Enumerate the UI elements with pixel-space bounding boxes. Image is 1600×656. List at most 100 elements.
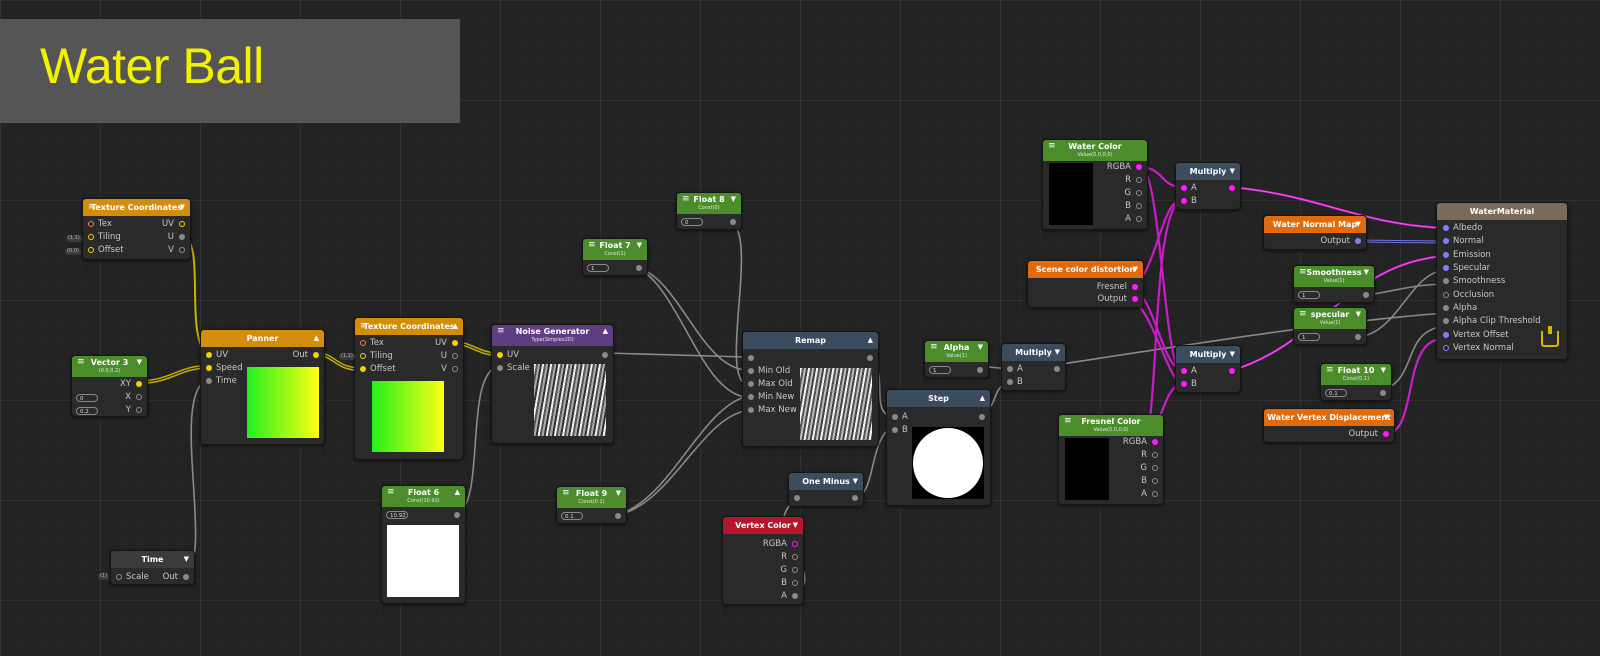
output-port-b[interactable]: [792, 580, 798, 586]
input-port-emission[interactable]: [1443, 252, 1449, 258]
value-field-y[interactable]: 0.2: [76, 407, 98, 415]
input-port-smoothness[interactable]: [1443, 278, 1449, 284]
output-port-g[interactable]: [1136, 190, 1142, 196]
output-port-output[interactable]: [1132, 296, 1138, 302]
input-port-offset[interactable]: [88, 247, 94, 253]
collapse-down-icon[interactable]: ▼: [1363, 268, 1369, 276]
node-remap[interactable]: Remap▲ Min Old Max Old Min New Max New: [742, 331, 879, 447]
hamburger-icon[interactable]: ≡: [88, 202, 96, 212]
output-port[interactable]: [602, 352, 608, 358]
collapse-up-icon[interactable]: ▲: [979, 394, 985, 402]
input-port-a[interactable]: [1181, 185, 1187, 191]
collapse-down-icon[interactable]: ▼: [1383, 413, 1389, 421]
hamburger-icon[interactable]: ≡: [77, 357, 85, 367]
collapse-down-icon[interactable]: ▼: [730, 195, 736, 203]
output-port-b[interactable]: [1152, 478, 1158, 484]
inline-tiling-value[interactable]: (1,1): [66, 235, 82, 242]
node-vector3[interactable]: ≡Vector 3(0.0,0.2)▼ XY 0 X 0.2 Y: [71, 355, 148, 417]
node-multiply-1[interactable]: Multiply▼ A B: [1001, 343, 1066, 391]
save-icon[interactable]: [1541, 326, 1559, 347]
output-port[interactable]: [1229, 368, 1235, 374]
input-port-a[interactable]: [1181, 368, 1187, 374]
hamburger-icon[interactable]: ≡: [682, 194, 690, 204]
input-port-min-new[interactable]: [748, 394, 754, 400]
collapse-down-icon[interactable]: ▼: [1132, 265, 1138, 273]
output-port-out[interactable]: [183, 574, 189, 580]
output-port-uv[interactable]: [179, 221, 185, 227]
hamburger-icon[interactable]: ≡: [588, 240, 596, 250]
collapse-up-icon[interactable]: ▲: [602, 327, 608, 335]
input-port-scale[interactable]: [497, 365, 503, 371]
node-vertex-color[interactable]: Vertex Color▼ RGBA R G B A: [722, 516, 804, 605]
input-port-max-old[interactable]: [748, 381, 754, 387]
collapse-down-icon[interactable]: ▼: [179, 203, 185, 211]
value-field[interactable]: 1: [1298, 333, 1320, 341]
value-field-x[interactable]: 0: [76, 394, 98, 402]
value-field[interactable]: 0: [681, 218, 703, 226]
hamburger-icon[interactable]: ≡: [497, 326, 505, 336]
input-port-b[interactable]: [892, 427, 898, 433]
node-water-material[interactable]: WaterMaterial Albedo Normal Emission Spe…: [1436, 202, 1568, 360]
value-field[interactable]: 0.1: [1325, 389, 1347, 397]
output-port[interactable]: [1229, 185, 1235, 191]
input-port-b[interactable]: [1181, 381, 1187, 387]
node-scene-color-distortion[interactable]: Scene color distortion▼ Fresnel Output: [1027, 260, 1144, 308]
input-port-min-old[interactable]: [748, 368, 754, 374]
collapse-down-icon[interactable]: ▼: [1229, 167, 1235, 175]
output-port-v[interactable]: [452, 366, 458, 372]
inline-tiling-value[interactable]: (1,1): [339, 353, 355, 360]
output-port-r[interactable]: [1152, 452, 1158, 458]
input-port-b[interactable]: [1181, 198, 1187, 204]
input-port-normal[interactable]: [1443, 238, 1449, 244]
hamburger-icon[interactable]: ≡: [1064, 416, 1072, 426]
input-port-speed[interactable]: [206, 365, 212, 371]
output-port[interactable]: [852, 495, 858, 501]
value-field[interactable]: 0.1: [561, 512, 583, 520]
node-texture-coordinates-2[interactable]: ≡Texture Coordinates▲ Tex Tiling Offset …: [354, 317, 464, 460]
collapse-down-icon[interactable]: ▼: [1380, 366, 1386, 374]
collapse-down-icon[interactable]: ▼: [1229, 350, 1235, 358]
collapse-up-icon[interactable]: ▲: [452, 322, 458, 330]
input-port-a[interactable]: [892, 414, 898, 420]
collapse-up-icon[interactable]: ▲: [867, 336, 873, 344]
input-port-vertex-offset[interactable]: [1443, 332, 1449, 338]
node-multiply-2[interactable]: Multiply▼ A B: [1175, 162, 1241, 210]
input-port-specular[interactable]: [1443, 265, 1449, 271]
output-port-r[interactable]: [792, 554, 798, 560]
value-field[interactable]: 10.92: [386, 511, 408, 519]
collapse-up-icon[interactable]: ▲: [454, 488, 460, 496]
collapse-down-icon[interactable]: ▼: [852, 477, 858, 485]
node-time[interactable]: Time▼ Scale Out: [110, 550, 195, 585]
output-port[interactable]: [979, 414, 985, 420]
output-port-a[interactable]: [1136, 216, 1142, 222]
output-port-g[interactable]: [1152, 465, 1158, 471]
output-port-rgba[interactable]: [1152, 439, 1158, 445]
color-swatch[interactable]: [1065, 438, 1109, 500]
input-port-occlusion[interactable]: [1443, 292, 1449, 298]
hamburger-icon[interactable]: ≡: [930, 342, 938, 352]
node-multiply-3[interactable]: Multiply▼ A B: [1175, 345, 1241, 393]
input-port-b[interactable]: [1007, 379, 1013, 385]
output-port-a[interactable]: [1152, 491, 1158, 497]
input-port-max-new[interactable]: [748, 407, 754, 413]
hamburger-icon[interactable]: ≡: [360, 321, 368, 331]
node-water-normal-map[interactable]: Water Normal Map▼ Output: [1263, 215, 1367, 250]
output-port-output[interactable]: [1383, 431, 1389, 437]
input-port-tex[interactable]: [88, 221, 94, 227]
output-port-output[interactable]: [1355, 238, 1361, 244]
output-port-y[interactable]: [136, 407, 142, 413]
input-port-uv[interactable]: [206, 352, 212, 358]
hamburger-icon[interactable]: ≡: [1048, 141, 1056, 151]
node-water-vertex-displacement[interactable]: Water Vertex Displacement▼ Output: [1263, 408, 1395, 443]
output-port[interactable]: [1355, 334, 1361, 340]
output-port[interactable]: [1054, 366, 1060, 372]
collapse-up-icon[interactable]: ▲: [313, 334, 319, 342]
output-port[interactable]: [1380, 390, 1386, 396]
output-port-u[interactable]: [179, 234, 185, 240]
